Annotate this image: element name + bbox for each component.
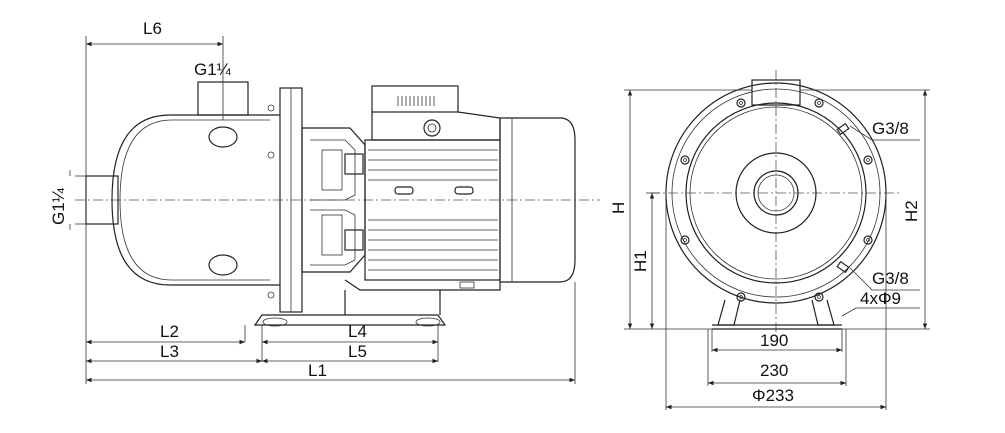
front-outlet: [751, 79, 801, 106]
label-L3: L3: [160, 342, 179, 361]
suction-port-inner: [753, 170, 799, 216]
label-phi233: Φ233: [752, 386, 794, 405]
label-L2: L2: [160, 322, 179, 341]
label-190: 190: [760, 331, 788, 350]
casing-ring: [685, 102, 867, 284]
label-H1: H1: [631, 250, 650, 272]
flange-bolts: [680, 98, 873, 302]
label-L5: L5: [348, 342, 367, 361]
label-230: 230: [760, 361, 788, 380]
label-g38-bottom: G3/8: [872, 269, 909, 288]
front-foot-left: [717, 299, 741, 326]
base-plate: [253, 314, 447, 326]
label-L4: L4: [348, 322, 367, 341]
label-bolt-holes: 4xΦ9: [860, 289, 901, 308]
front-view: H H1 H2 G3/8 G3/8 4xΦ9 190 230 Φ233: [609, 70, 930, 410]
fan-cover: [499, 117, 576, 283]
leader-g38-bottom: [849, 267, 920, 291]
front-foot-right: [811, 299, 835, 326]
label-H: H: [609, 202, 628, 214]
drain-plug-top: [836, 122, 850, 136]
label-g38-top: G3/8: [872, 119, 909, 138]
label-L6: L6: [143, 19, 162, 38]
pump-casing: [111, 114, 280, 286]
label-L1: L1: [308, 361, 327, 380]
motor-body: [364, 139, 501, 281]
motor-foot: [344, 279, 501, 291]
casing-oval-bottom: [208, 254, 238, 276]
leader-bolt-holes: [841, 307, 920, 317]
cable-gland: [423, 119, 441, 137]
leader-g38-top: [849, 125, 920, 141]
side-view: L6 G1¼ G1¼ L2 L3 L4 L5 L1: [49, 19, 600, 384]
terminal-box: [371, 85, 459, 113]
drain-plug-bottom: [836, 260, 850, 274]
suction-port-outer: [735, 152, 817, 234]
casing-oval-top: [208, 126, 238, 148]
label-inlet-thread: G1¼: [49, 187, 68, 225]
label-outlet-thread: G1¼: [194, 60, 232, 79]
label-H2: H2: [902, 200, 921, 222]
